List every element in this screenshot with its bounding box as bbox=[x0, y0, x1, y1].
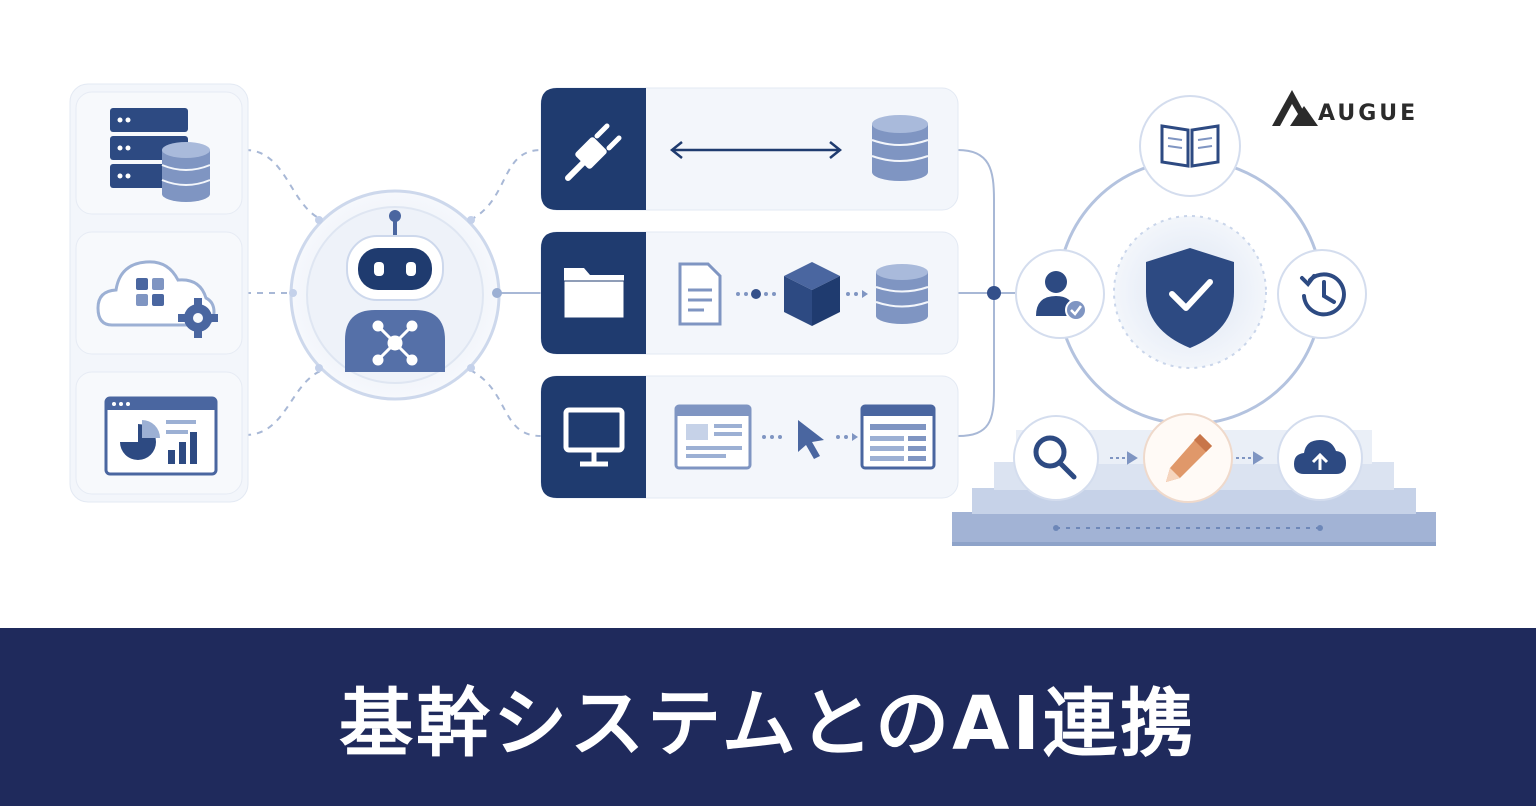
browser-window-icon bbox=[674, 404, 752, 470]
brand-name: AUGUE bbox=[1318, 101, 1418, 126]
folder-icon bbox=[563, 268, 625, 319]
shield-check-icon bbox=[1146, 248, 1234, 348]
workflow-arrow bbox=[1110, 451, 1264, 465]
history-node bbox=[1277, 249, 1367, 339]
search-icon bbox=[1033, 435, 1077, 480]
title-banner: 基幹システムとのAI連携 bbox=[0, 628, 1536, 806]
database-icon bbox=[871, 115, 929, 181]
search-node bbox=[1013, 415, 1099, 501]
dashboard-chart-icon bbox=[104, 396, 218, 476]
flow-dots bbox=[736, 289, 868, 299]
book-icon bbox=[1160, 124, 1220, 168]
server-database-icon bbox=[110, 108, 211, 202]
pencil-node bbox=[1143, 413, 1233, 503]
cloud-apps-gear-icon bbox=[96, 260, 218, 338]
brand-logo: AUGUE bbox=[1272, 90, 1418, 126]
form-window-icon bbox=[860, 404, 936, 470]
junction-dot bbox=[987, 286, 1001, 300]
page-title: 基幹システムとのAI連携 bbox=[339, 680, 1197, 767]
plug-icon bbox=[565, 123, 622, 181]
hub-connectors bbox=[469, 149, 1018, 437]
cursor-icon bbox=[798, 420, 824, 459]
augue-mountain-logo bbox=[1272, 90, 1318, 126]
book-node bbox=[1139, 95, 1241, 197]
system-connectors bbox=[244, 149, 331, 436]
database-icon bbox=[875, 264, 929, 324]
bidirectional-arrow-icon bbox=[669, 141, 843, 159]
monitor-icon bbox=[563, 407, 625, 467]
flow-dots-2 bbox=[762, 433, 858, 441]
ai-integration-diagram: AUGUE bbox=[69, 83, 1436, 546]
pencil-icon bbox=[1166, 434, 1212, 482]
document-icon bbox=[678, 262, 722, 326]
cube-icon bbox=[784, 262, 840, 326]
history-icon bbox=[1300, 272, 1346, 317]
user-check-icon bbox=[1036, 271, 1087, 321]
ai-robot-hub-icon bbox=[289, 189, 502, 401]
upload-node bbox=[1277, 415, 1363, 501]
user-node bbox=[1015, 249, 1105, 339]
cloud-upload-icon bbox=[1294, 440, 1346, 474]
